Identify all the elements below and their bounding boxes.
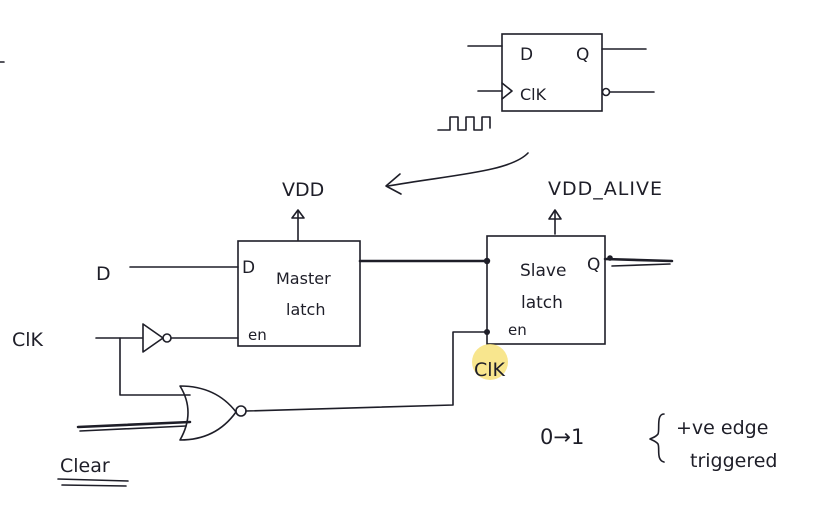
slave-supply-label: VDD_ALIVE <box>548 178 663 200</box>
slave-q-pin-label: Q <box>587 255 600 275</box>
master-latch-subtitle: latch <box>286 300 325 319</box>
slave-en-junction <box>484 329 490 335</box>
square-wave-icon <box>437 116 491 131</box>
clk-branch-wire <box>119 337 191 396</box>
slave-clk-label: ClK <box>474 359 506 381</box>
edge-note-line2: triggered <box>690 450 778 472</box>
slave-q-output-wire <box>603 257 674 263</box>
clk-input-label: ClK <box>12 329 44 351</box>
clear-input-wire-sketch <box>79 425 187 432</box>
edge-note-line1: +ve edge <box>676 417 768 439</box>
slave-latch-box <box>486 235 606 345</box>
inverter-icon <box>142 323 172 353</box>
clear-underline-2 <box>61 484 127 487</box>
flipflop-symbol: D Q ClK <box>437 33 655 131</box>
master-latch-title: Master <box>276 269 331 288</box>
slave-latch-subtitle: latch <box>521 293 563 313</box>
curved-arrow-icon <box>385 152 529 195</box>
cursor-highlight <box>472 344 508 380</box>
slave-d-junction <box>483 257 491 265</box>
master-latch-box <box>237 240 361 347</box>
master-supply-label: VDD <box>282 179 324 201</box>
d-input-label: D <box>96 263 111 285</box>
curly-brace-icon <box>649 413 665 463</box>
qbar-bubble-icon <box>601 87 611 97</box>
slave-en-pin-label: en <box>508 321 527 339</box>
flipflop-d-label: D <box>520 45 533 65</box>
slave-latch: Slave Q latch en <box>486 235 606 345</box>
clock-triangle-icon <box>501 82 513 100</box>
master-en-pin-label: en <box>248 326 267 344</box>
slave-q-junction <box>607 255 613 261</box>
nor-to-slave-en-wire <box>245 331 488 412</box>
clear-underline <box>57 478 129 482</box>
master-supply-arrow-icon <box>291 209 305 241</box>
flipflop-q-label: Q <box>576 45 589 65</box>
flipflop-symbol-box <box>501 33 603 112</box>
master-latch: D Master latch en <box>237 240 361 347</box>
slave-q-output-wire-sketch <box>611 263 671 267</box>
slave-latch-title: Slave <box>520 261 566 281</box>
slave-supply-arrow-icon <box>548 209 562 235</box>
nor-gate-icon <box>179 385 247 441</box>
master-d-pin-label: D <box>242 258 255 278</box>
transition-note: 0→1 <box>540 425 584 449</box>
clear-input-wire <box>76 420 192 429</box>
flipflop-clk-label: ClK <box>520 85 547 104</box>
clear-input-label: Clear <box>60 455 110 477</box>
